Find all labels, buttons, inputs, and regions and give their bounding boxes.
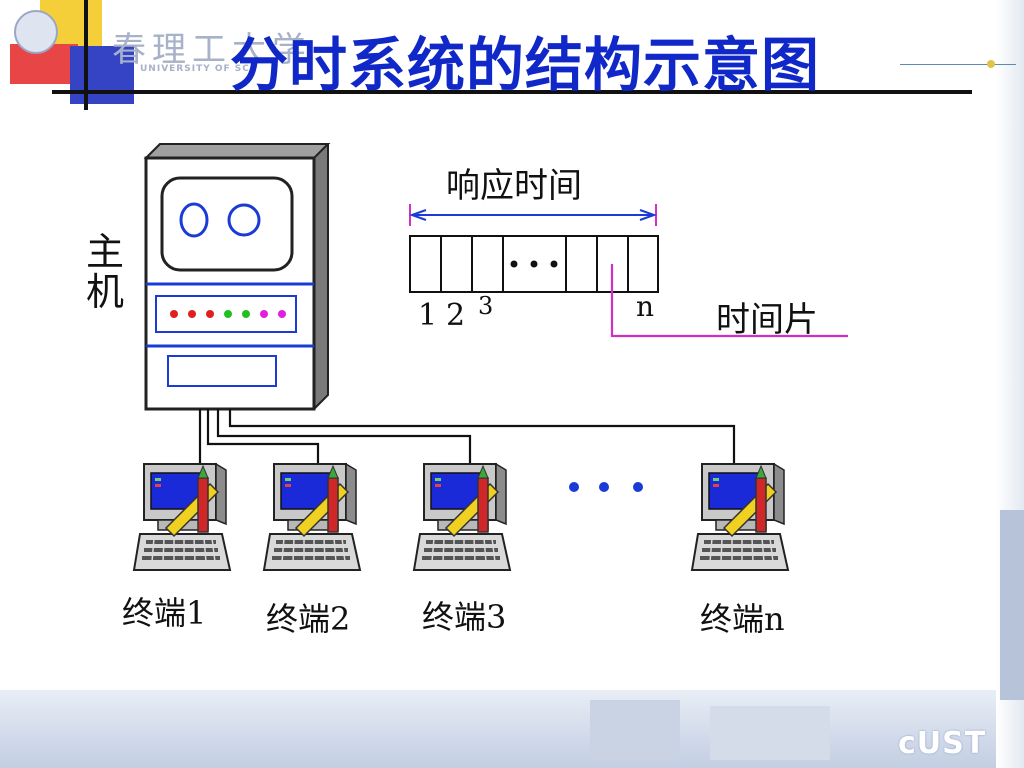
terminal-n-computer-icon: [691, 463, 789, 571]
logo-english-text: UNIVERSITY OF SCI: [140, 64, 255, 74]
terminal-1-label: 终端1: [122, 594, 207, 632]
terminal-2-computer-icon: [263, 463, 361, 571]
time-slot-ellipsis: [510, 260, 558, 268]
terminal-3-computer-icon: [413, 463, 511, 571]
background-building: [710, 706, 830, 760]
university-seal-icon: [14, 10, 58, 54]
logo-chinese-text: 春理工大学: [112, 30, 312, 70]
terminal-2-label: 终端2: [266, 600, 351, 638]
header-thin-line: [900, 64, 1016, 65]
time-slice-label: 时间片: [716, 300, 818, 340]
terminal-n-label: 终端n: [700, 600, 785, 638]
host-computer: [143, 143, 331, 411]
background-strip: [0, 690, 1024, 768]
background-building: [1000, 510, 1024, 700]
time-slice-pointer: [610, 264, 848, 338]
footer-brand: cUST: [898, 726, 987, 761]
terminal-1-computer-icon: [133, 463, 231, 571]
time-slot-ellipsis-text: •••: [506, 256, 507, 257]
terminals-ellipsis: [569, 482, 643, 492]
header-deco-vertical-line: [84, 0, 88, 110]
response-time-label: 响应时间: [446, 166, 582, 206]
host-eye-right: [227, 203, 261, 237]
header-dot: [987, 60, 995, 68]
terminal-3-label: 终端3: [422, 598, 507, 636]
response-time-arrow: [409, 204, 657, 226]
slot-label-3: 3: [478, 292, 494, 320]
header-rule: [52, 90, 972, 94]
host-screen: [160, 176, 294, 272]
host-drive-slot: [167, 355, 277, 387]
host-eye-left: [179, 202, 209, 238]
slot-label-n: n: [636, 290, 655, 323]
background-building: [590, 700, 680, 760]
host-status-lights: [170, 310, 286, 318]
slot-label-2: 2: [446, 298, 466, 333]
network-cables: [198, 409, 736, 470]
slot-label-1: 1: [418, 298, 438, 333]
host-label: 主机: [86, 230, 125, 314]
header-deco-blue-square: [70, 46, 134, 104]
page-title: 分时系统的结构示意图: [230, 31, 821, 99]
